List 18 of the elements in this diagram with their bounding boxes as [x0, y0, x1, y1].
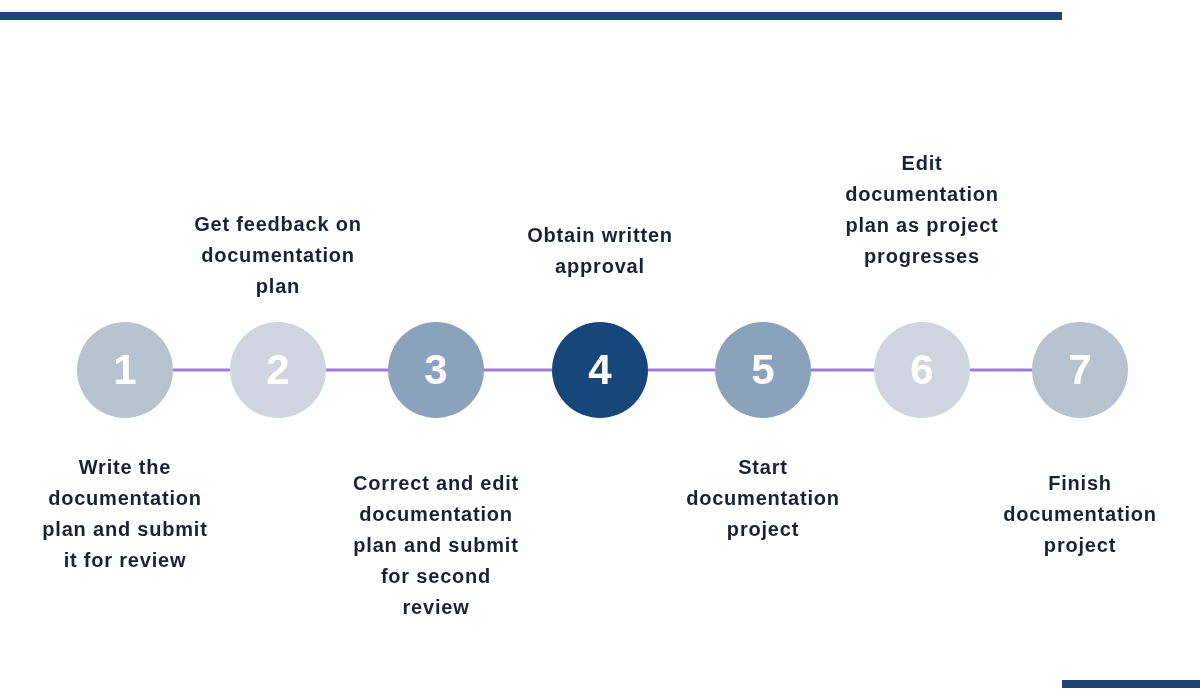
step-caption: Obtain written approval	[526, 223, 674, 279]
step-caption: Edit documentation plan as project progresses	[844, 151, 1000, 269]
connector-line	[173, 368, 230, 372]
step-circle: 4	[552, 322, 648, 418]
step-circle: 7	[1032, 322, 1128, 418]
connector-line	[970, 368, 1032, 372]
step-circle: 5	[715, 322, 811, 418]
connector-line	[326, 368, 388, 372]
connector-line	[648, 368, 715, 372]
step-caption: Correct and edit documentation plan and submit for second review	[351, 471, 521, 620]
connector-line	[811, 368, 874, 372]
step-caption: Start documentation project	[685, 455, 841, 542]
step-caption: Finish documentation project	[1002, 471, 1158, 558]
step-circle: 1	[77, 322, 173, 418]
step-caption: Write the documentation plan and submit it for review	[41, 455, 209, 573]
step-caption: Get feedback on documentation plan	[193, 212, 363, 299]
step-circle: 3	[388, 322, 484, 418]
connector-line	[484, 368, 552, 372]
